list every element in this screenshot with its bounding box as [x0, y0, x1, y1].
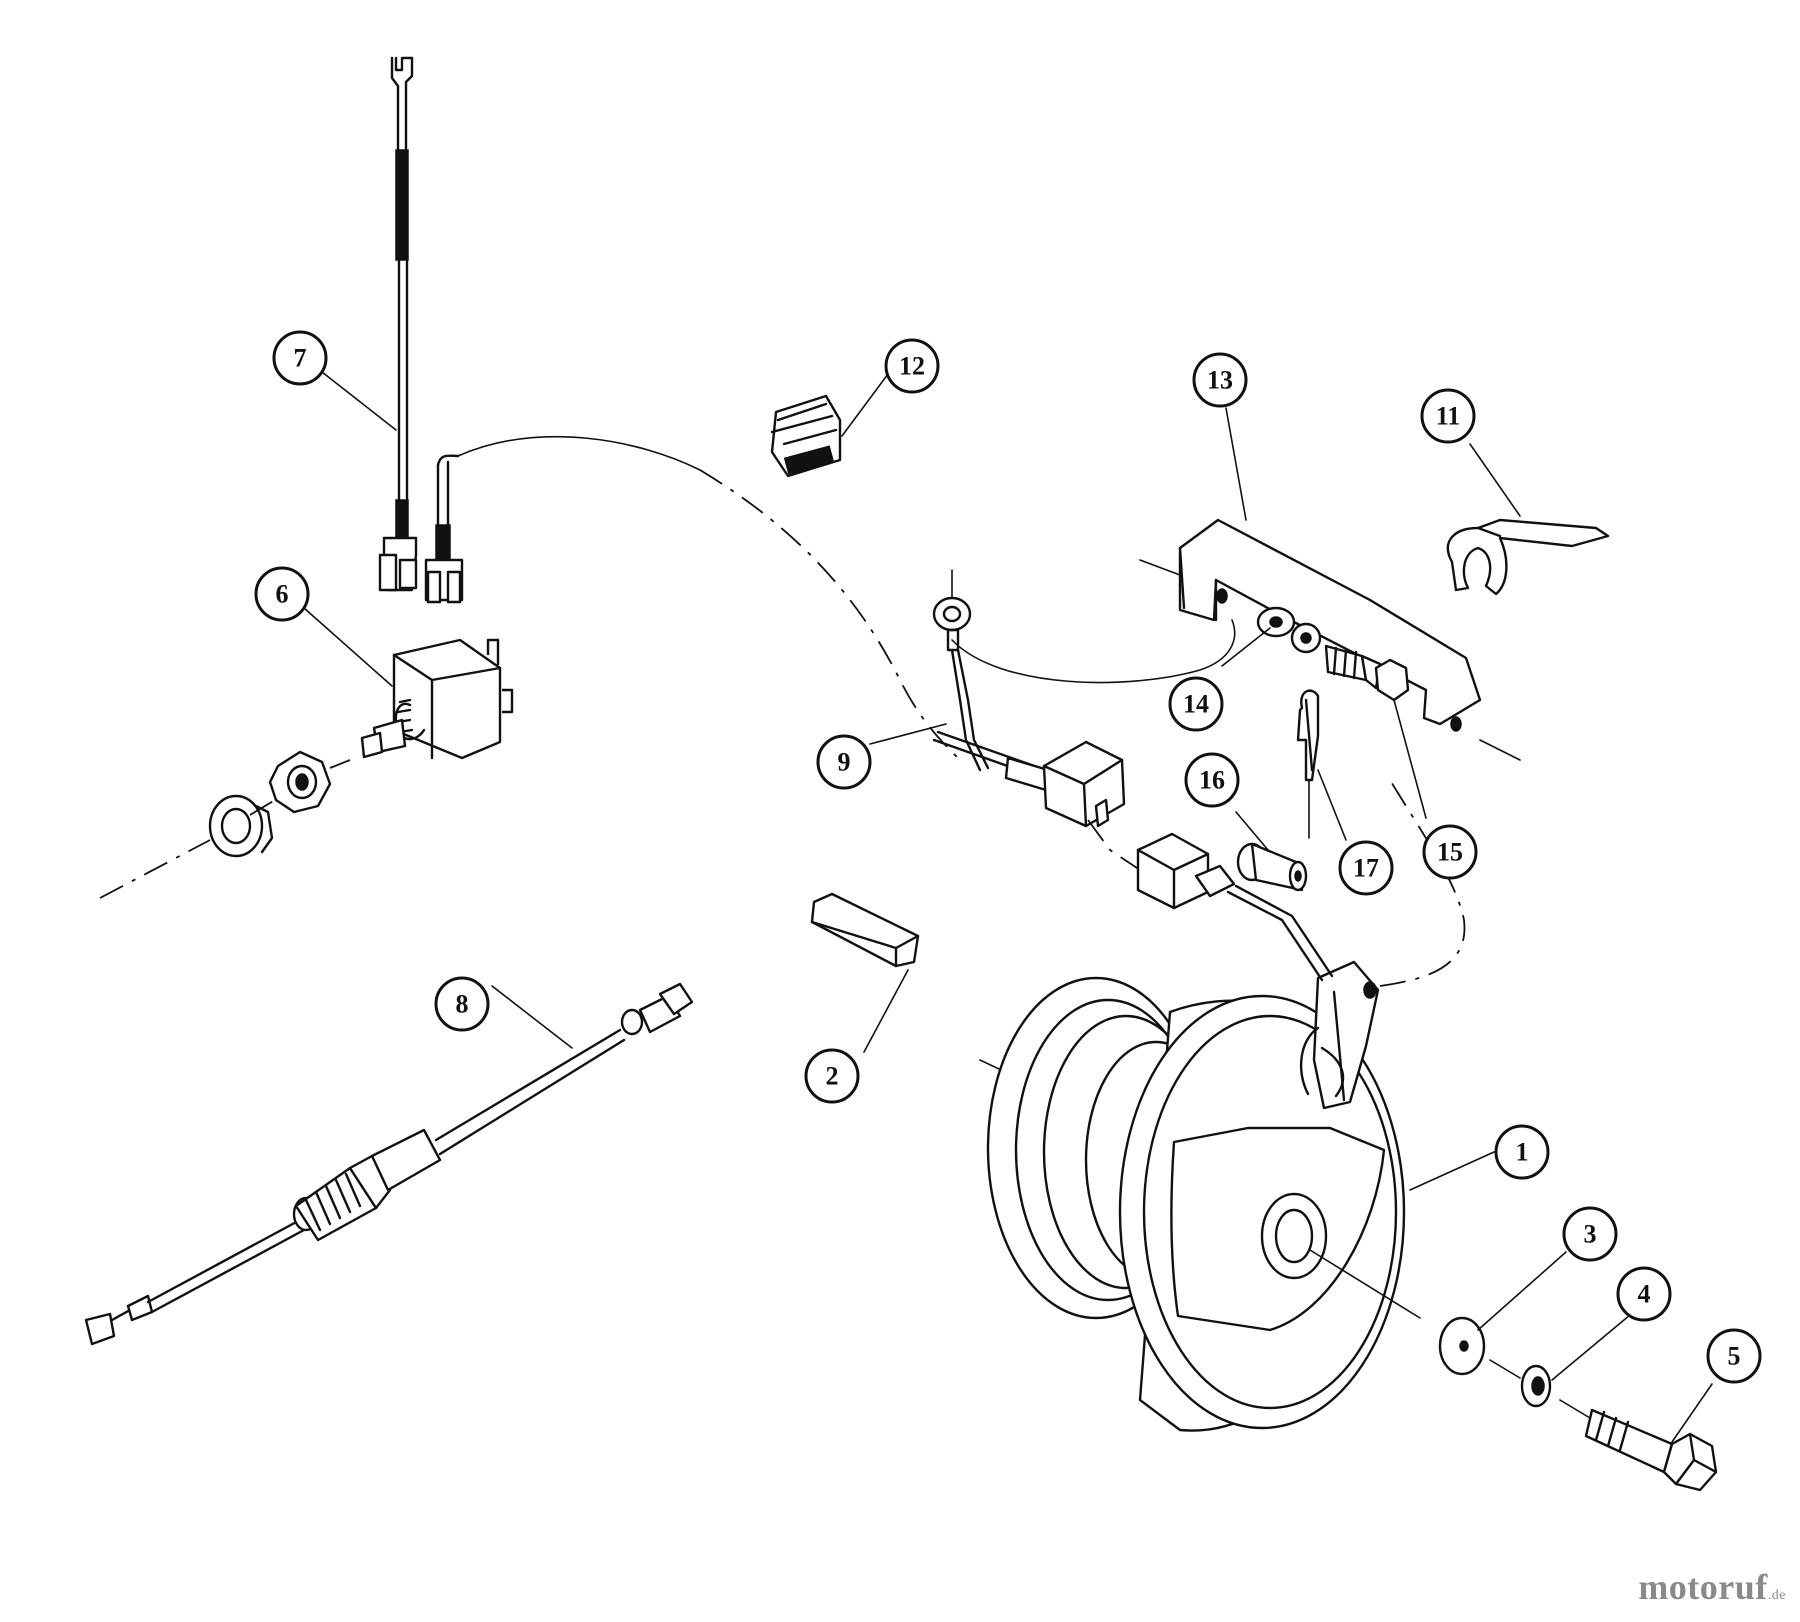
callout-15-label: 15: [1437, 838, 1463, 867]
watermark-tld: .de: [1767, 1588, 1786, 1603]
callout-17-label: 17: [1353, 854, 1379, 883]
callout-8: 8: [434, 976, 490, 1032]
watermark-main: motoruf: [1638, 1567, 1768, 1607]
callout-15: 15: [1422, 824, 1478, 880]
callout-12-label: 12: [899, 352, 925, 381]
callout-2: 2: [804, 1048, 860, 1104]
part-14-lock-washer: [1290, 622, 1322, 654]
callout-4: 4: [1616, 1266, 1672, 1322]
callout-5-label: 5: [1728, 1342, 1741, 1371]
part-7-wire-lead-branch: [424, 454, 464, 604]
part-8-cable: [84, 982, 694, 1346]
part-15-bolt: [1324, 644, 1410, 702]
callout-6: 6: [254, 566, 310, 622]
callout-1-label: 1: [1516, 1138, 1529, 1167]
part-1-pulley-clutch: [979, 779, 1466, 1432]
callout-13-label: 13: [1207, 366, 1233, 395]
part-17-cotter-pin: [1296, 689, 1320, 839]
callout-13: 13: [1192, 352, 1248, 408]
callout-7-label: 7: [294, 344, 307, 373]
hub-axis-line: [1309, 1249, 1421, 1319]
part-6-toggle-switch: [360, 638, 514, 760]
callout-3: 3: [1562, 1206, 1618, 1262]
switch-axis-line: [99, 759, 351, 899]
part-3-flat-washer: [1438, 1316, 1486, 1376]
callout-12: 12: [884, 338, 940, 394]
callout-5: 5: [1706, 1328, 1762, 1384]
callout-6-label: 6: [276, 580, 289, 609]
callout-1: 1: [1494, 1124, 1550, 1180]
part-2-key: [810, 892, 920, 968]
part-11-clamp: [1446, 518, 1610, 596]
wire-route-9-to-16: [1087, 819, 1141, 871]
callout-9: 9: [816, 734, 872, 790]
wire-route-dashed: [699, 469, 961, 761]
callout-7: 7: [272, 330, 328, 386]
callout-16-label: 16: [1199, 766, 1225, 795]
part-14-washer: [1256, 606, 1296, 638]
part-6-hex-nut: [268, 750, 332, 814]
callout-16: 16: [1184, 752, 1240, 808]
wire-route-arc: [457, 435, 701, 471]
callout-4-label: 4: [1638, 1280, 1651, 1309]
callout-9-label: 9: [838, 748, 851, 777]
callout-3-label: 3: [1584, 1220, 1597, 1249]
callout-14-label: 14: [1183, 690, 1209, 719]
callout-17: 17: [1338, 840, 1394, 896]
part-4-lock-washer: [1520, 1364, 1552, 1408]
part-12-clip: [770, 394, 842, 478]
part-9-ground-wire: [932, 569, 1236, 828]
part-7-wire-lead: [378, 56, 418, 592]
part-6-lock-washer: [208, 794, 274, 858]
callout-8-label: 8: [456, 990, 469, 1019]
callout-14: 14: [1168, 676, 1224, 732]
part-5-bolt: [1584, 1408, 1718, 1492]
callout-11-label: 11: [1436, 402, 1461, 431]
watermark-logo: motoruf.de: [1638, 1566, 1786, 1608]
leader-lines: [303, 371, 1713, 1443]
part-16-pin: [1236, 842, 1308, 892]
callout-2-label: 2: [826, 1062, 839, 1091]
callout-11: 11: [1420, 388, 1476, 444]
